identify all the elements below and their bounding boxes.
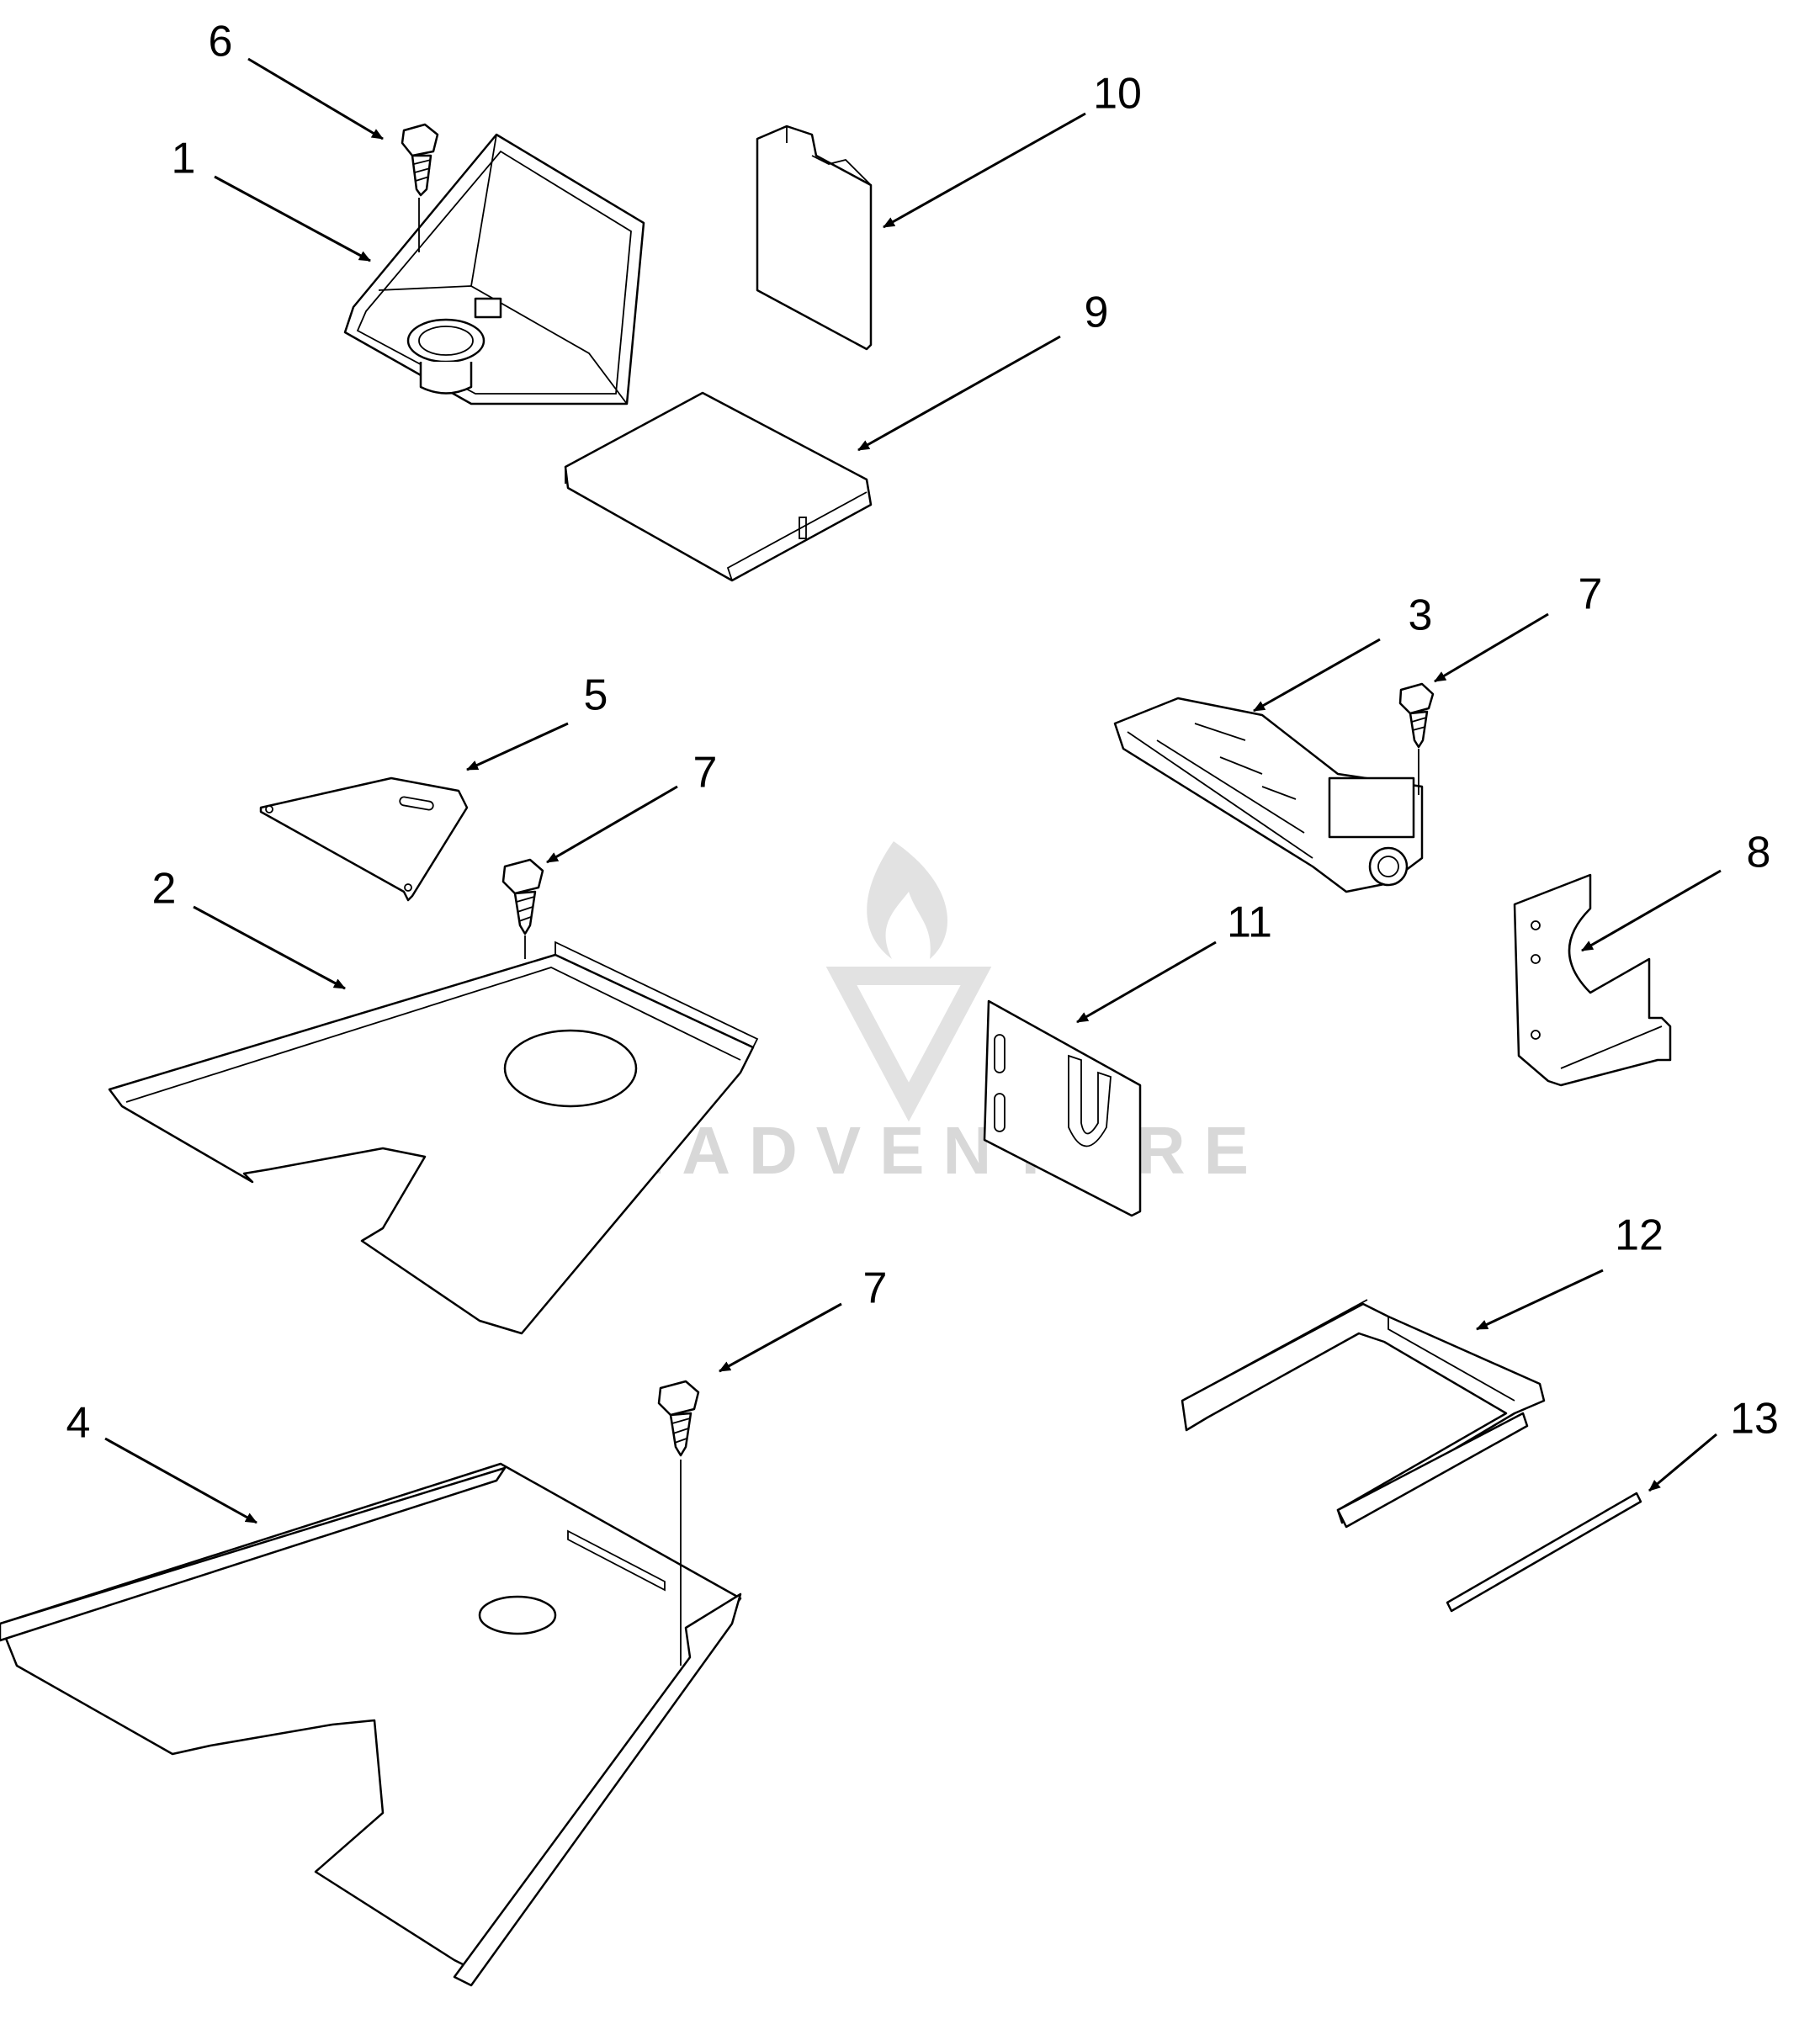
flame-logo-icon	[825, 841, 992, 1122]
part-7-screw-c	[657, 1380, 700, 1666]
part-11-slotted-plate	[983, 999, 1142, 1217]
callout-7c: 7	[863, 1264, 888, 1313]
part-9-shelf	[564, 391, 873, 582]
part-5-small-plate	[259, 776, 469, 902]
callout-13: 13	[1730, 1395, 1779, 1444]
callout-12: 12	[1615, 1211, 1663, 1260]
callout-4: 4	[66, 1399, 91, 1448]
callout-7b: 7	[1579, 570, 1603, 619]
part-8-bracket	[1513, 873, 1672, 1087]
part-13-strip	[1446, 1492, 1642, 1613]
part-7-screw-a	[501, 858, 544, 959]
part-3-valve	[1113, 697, 1424, 893]
callout-11: 11	[1227, 898, 1272, 947]
part-1-housing	[343, 133, 645, 405]
part-6-screw	[401, 123, 439, 252]
part-7-screw-b	[1398, 682, 1435, 795]
callout-2: 2	[152, 865, 177, 914]
part-2-plate	[108, 941, 759, 1335]
callout-7a: 7	[693, 749, 718, 798]
callout-1: 1	[172, 135, 196, 183]
leader-lines	[104, 57, 1722, 1524]
callout-labels: 1 2 3 4 5 6 7 7 7 8 9 10 11 12 13	[66, 18, 1779, 1448]
callout-6: 6	[209, 18, 233, 66]
callout-3: 3	[1409, 591, 1433, 640]
part-12-frame	[1181, 1299, 1546, 1529]
callout-10: 10	[1093, 70, 1142, 119]
part-10-panel	[756, 125, 873, 351]
part-4-tray	[0, 1462, 742, 1987]
callout-8: 8	[1747, 829, 1771, 877]
callout-5: 5	[584, 671, 608, 720]
callout-9: 9	[1085, 289, 1109, 337]
